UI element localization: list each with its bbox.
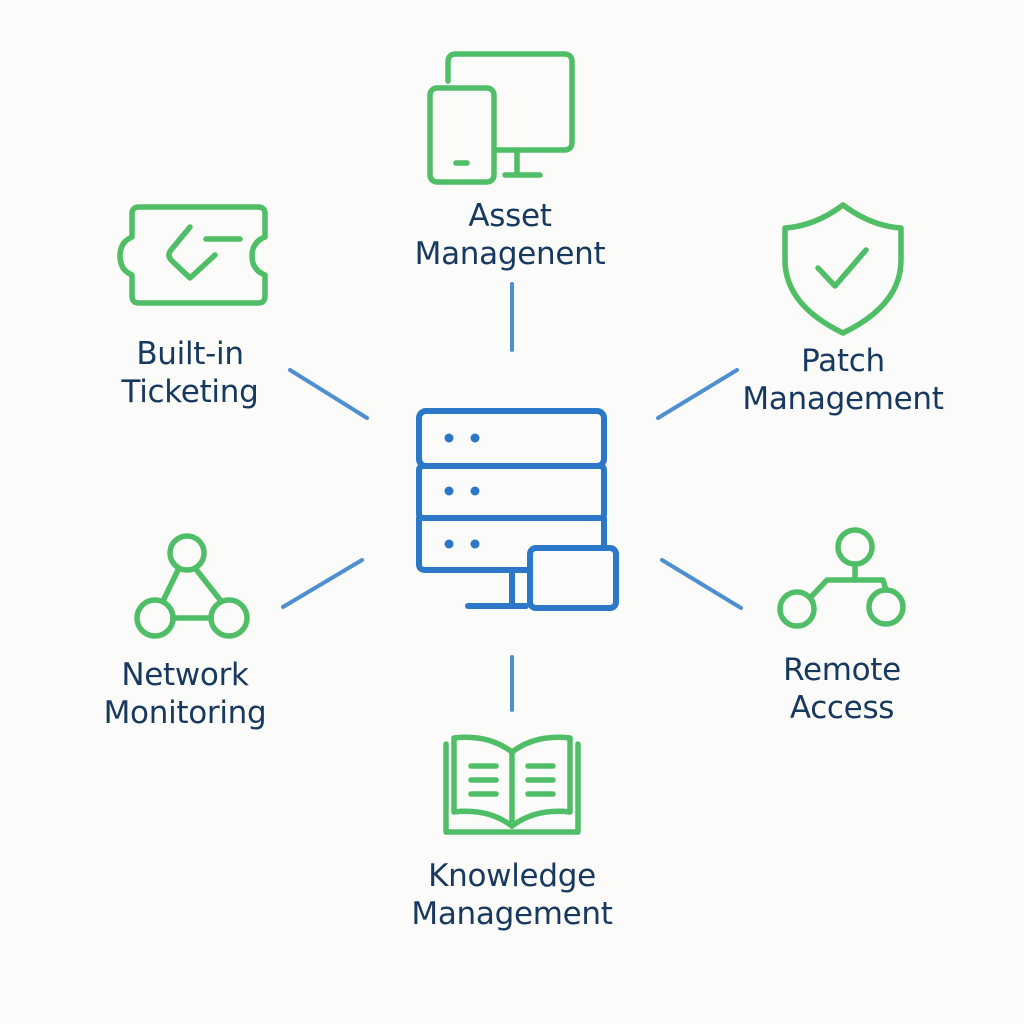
label-patch-line1: Patch <box>801 343 885 379</box>
connector-network <box>281 558 364 609</box>
label-remote-line1: Remote <box>783 652 901 688</box>
server-rack-with-monitor-icon <box>416 408 619 611</box>
shield-check-icon <box>782 202 904 336</box>
label-remote-line2: Access <box>789 690 895 726</box>
devices-icon <box>427 51 575 185</box>
label-knowledge-management: Knowledge Management <box>392 857 632 933</box>
label-ticketing-line1: Built-in <box>136 336 244 372</box>
connector-patch <box>656 368 739 420</box>
label-built-in-ticketing: Built-in Ticketing <box>100 335 280 411</box>
label-asset-line2: Managenent <box>414 236 606 272</box>
label-asset-management: Asset Managenent <box>403 197 617 273</box>
label-ticketing-line2: Ticketing <box>121 374 259 410</box>
network-triangle-icon <box>134 533 250 639</box>
label-patch-line2: Management <box>742 381 944 417</box>
label-knowledge-line1: Knowledge <box>428 858 596 894</box>
open-book-icon <box>443 734 581 835</box>
connectors <box>281 282 743 712</box>
label-remote-access: Remote Access <box>760 651 924 727</box>
label-asset-line1: Asset <box>468 198 552 234</box>
label-network-line2: Monitoring <box>103 695 267 731</box>
connector-remote <box>660 558 743 610</box>
connector-ticketing <box>288 368 369 420</box>
label-patch-management: Patch Management <box>732 342 954 418</box>
ticket-check-icon <box>117 204 268 306</box>
label-knowledge-line2: Management <box>411 896 613 932</box>
label-network-monitoring: Network Monitoring <box>86 656 284 732</box>
label-network-line1: Network <box>121 657 249 693</box>
share-nodes-icon <box>777 527 906 629</box>
